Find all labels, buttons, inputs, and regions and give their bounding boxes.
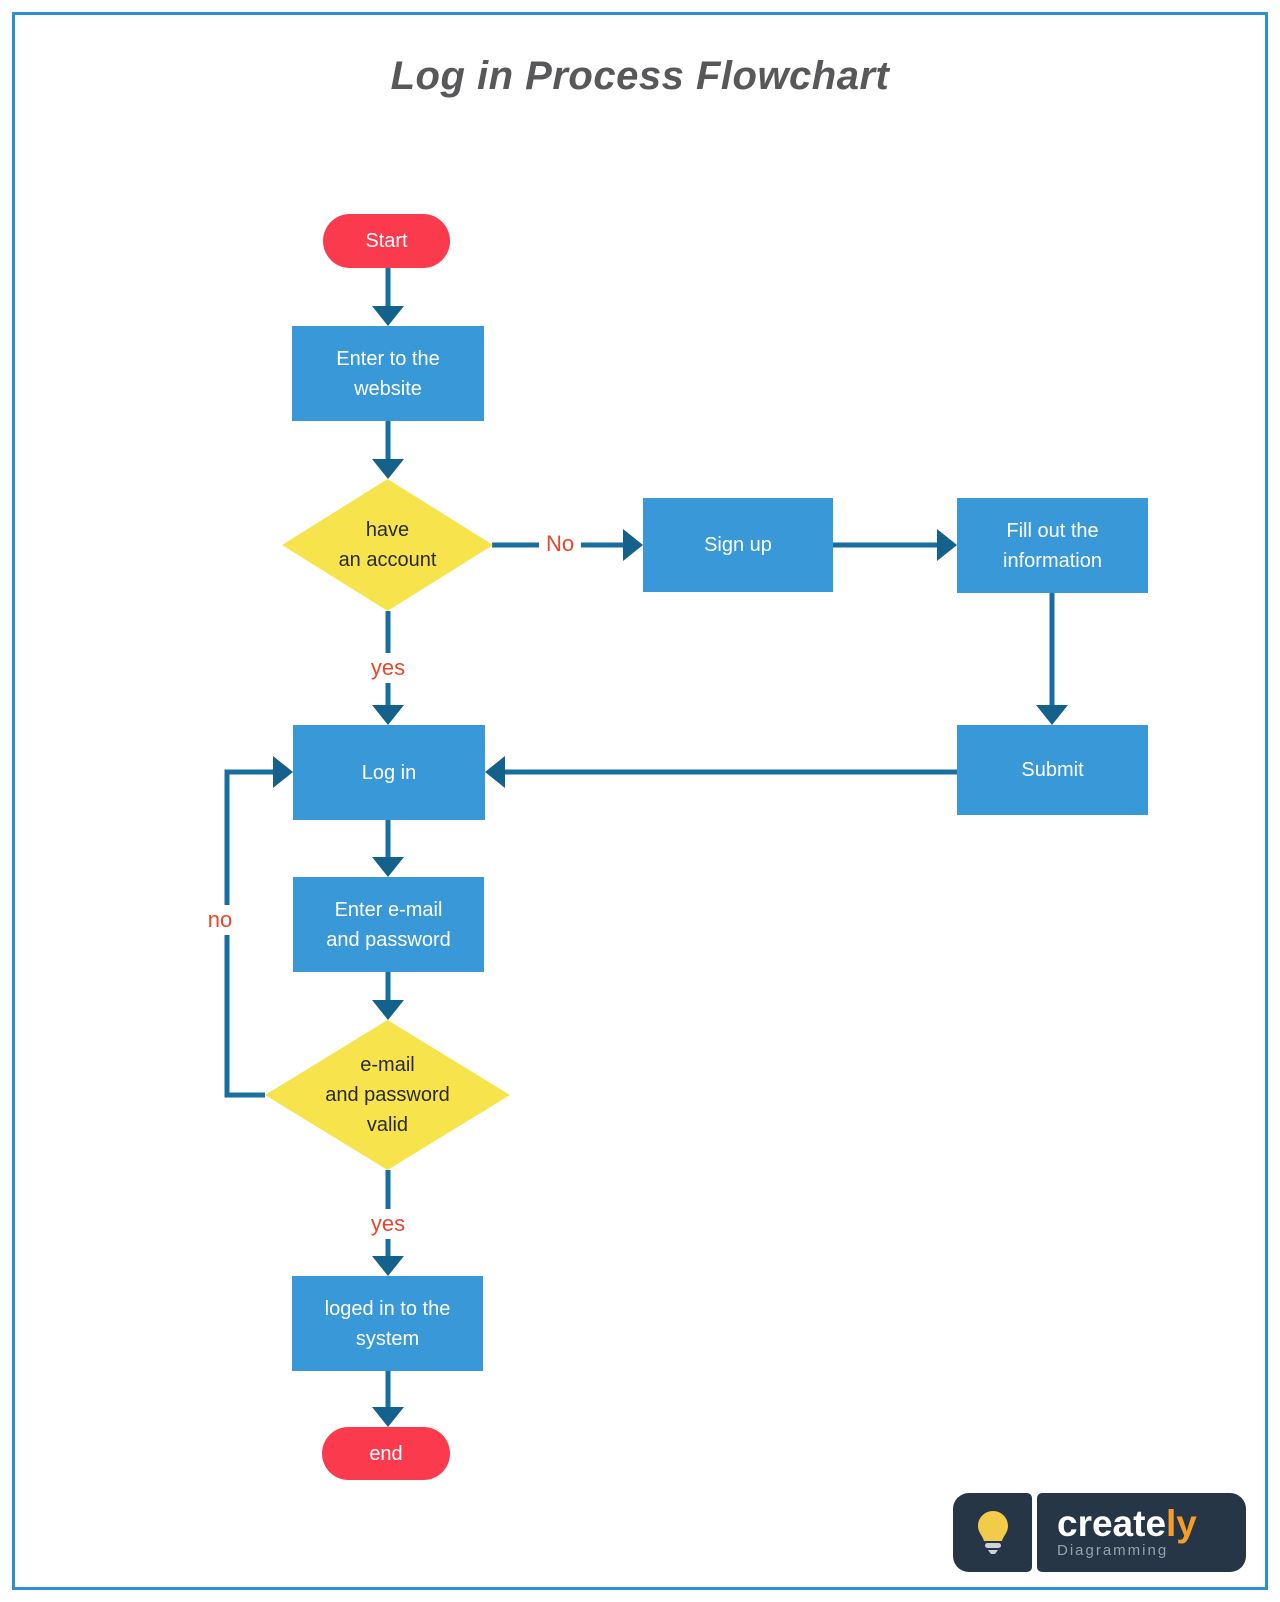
logo-subtitle: Diagramming [1057, 1541, 1169, 1559]
arrowhead-down-icon [372, 1407, 404, 1427]
logo-brand-accent: ly [1166, 1502, 1197, 1544]
lightbulb-icon [977, 1510, 1008, 1554]
node-line: and password [325, 1084, 450, 1106]
edge-label-yes-valid: yes [363, 1209, 413, 1239]
node-line: Fill out the [1006, 519, 1099, 542]
node-end: end [322, 1427, 450, 1480]
logo-brand: creately [1057, 1505, 1246, 1542]
edge-label-no-account: No [538, 529, 582, 559]
node-sign-up: Sign up [643, 498, 833, 592]
node-line: Enter e-mail [334, 898, 443, 921]
arrowhead-down-icon [1036, 705, 1068, 725]
node-line: Sign up [704, 534, 772, 556]
node-line: loged in to the [324, 1297, 451, 1320]
node-line: and password [326, 928, 451, 951]
page-title: Log in Process Flowchart [390, 54, 890, 98]
node-line: have [365, 519, 410, 541]
node-line: an account [338, 549, 437, 571]
logo-text-box: creately Diagramming [1037, 1493, 1246, 1572]
arrowhead-down-icon [372, 705, 404, 725]
node-line: website [354, 377, 422, 400]
logo-bulb-box [953, 1493, 1032, 1572]
node-logged-in: loged in to the system [292, 1276, 483, 1371]
arrowhead-left-icon [485, 756, 505, 788]
node-enter-credentials: Enter e-mail and password [293, 877, 484, 972]
node-line: end [369, 1442, 403, 1465]
arrowhead-right-icon [623, 529, 643, 561]
node-start: Start [323, 214, 450, 268]
node-fill-information: Fill out the information [957, 498, 1148, 593]
arrowhead-down-icon [372, 857, 404, 877]
edge-label-no-valid: no [200, 905, 240, 935]
node-enter-website: Enter to the website [292, 326, 484, 421]
node-line: Enter to the [336, 347, 440, 370]
creately-logo: creately Diagramming [953, 1493, 1246, 1572]
edge-label-yes-account: yes [363, 653, 413, 683]
node-log-in: Log in [293, 725, 485, 820]
arrowhead-down-icon [372, 1256, 404, 1276]
node-line: Start [365, 230, 408, 252]
node-line: information [1003, 549, 1102, 572]
arrowhead-down-icon [372, 306, 404, 326]
node-submit: Submit [957, 725, 1148, 815]
logo-brand-primary: create [1057, 1502, 1167, 1544]
arrowhead-right-icon [937, 529, 957, 561]
arrowhead-down-icon [372, 1000, 404, 1020]
node-line: Submit [1021, 759, 1084, 781]
arrowhead-right-icon [273, 756, 293, 788]
node-line: Log in [361, 761, 417, 784]
node-line: valid [366, 1114, 409, 1136]
arrowhead-down-icon [372, 459, 404, 479]
node-line: system [355, 1327, 420, 1350]
node-line: e-mail [360, 1054, 415, 1076]
